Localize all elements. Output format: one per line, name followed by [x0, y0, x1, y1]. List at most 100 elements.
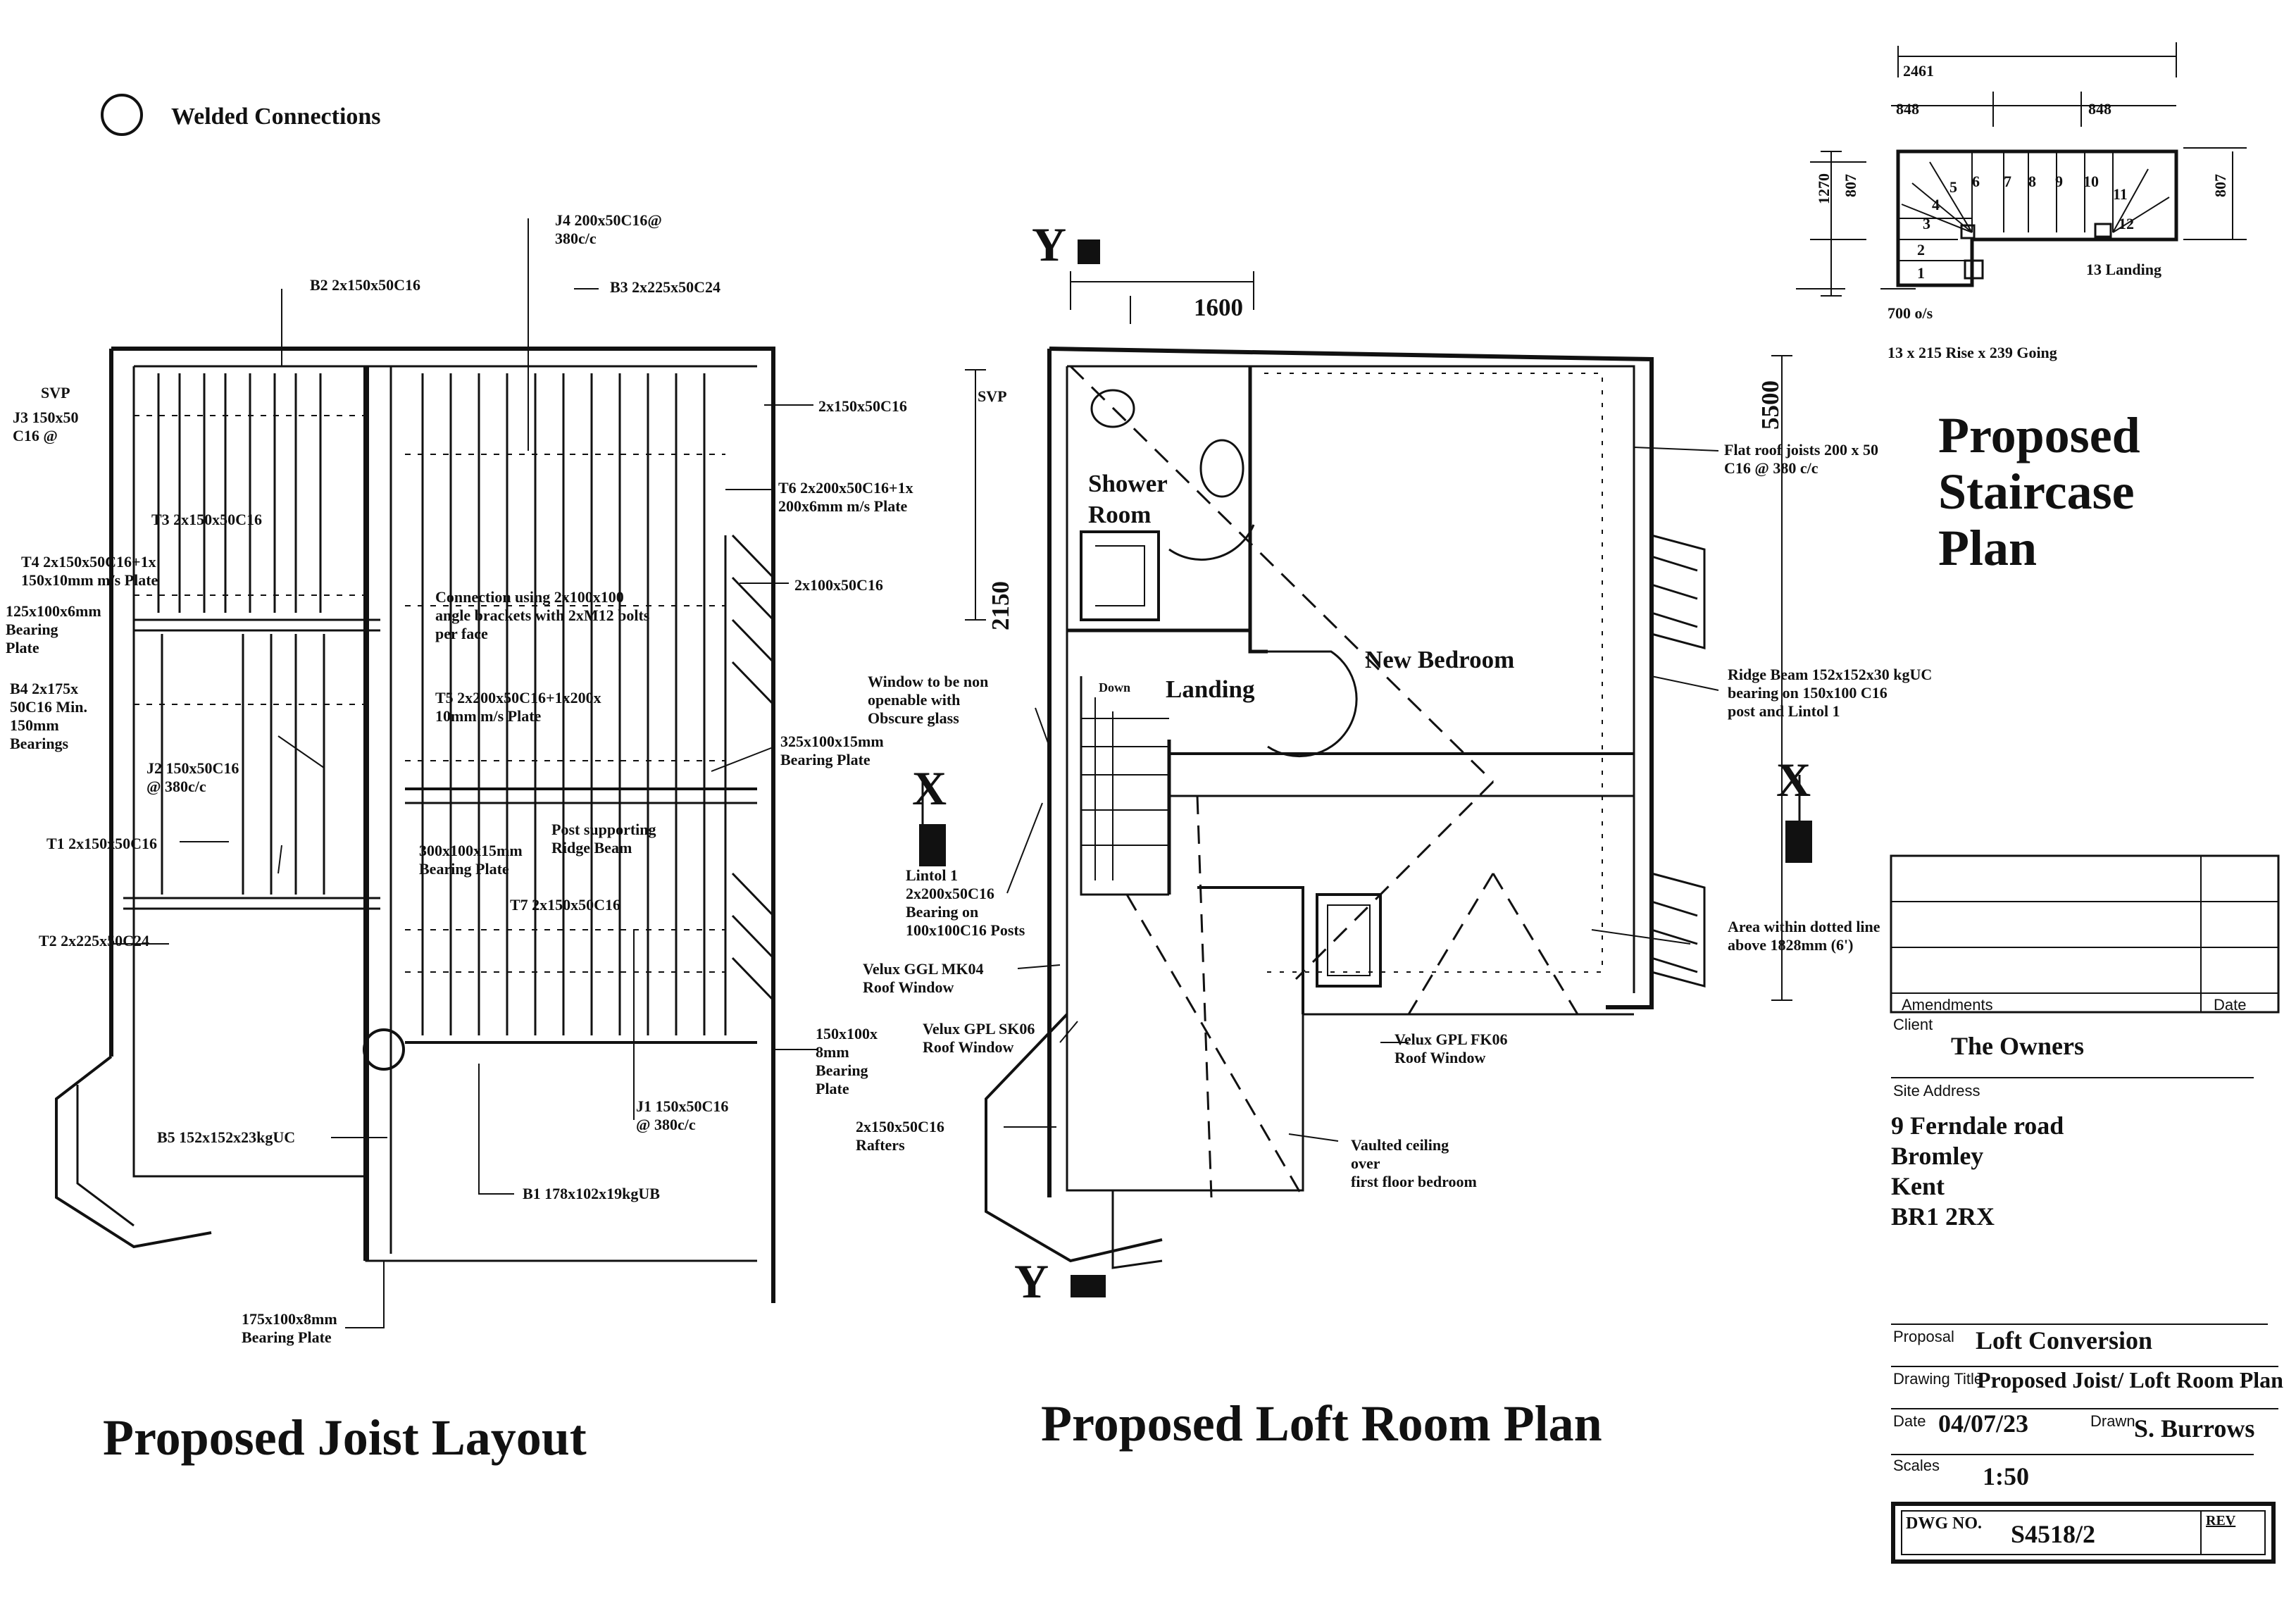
room-landing: Landing — [1166, 675, 1255, 703]
staircase-labels: 2461 848 848 1270 807 807 1 2 3 4 5 6 7 … — [1815, 62, 2229, 576]
client-name: The Owners — [1951, 1032, 2084, 1060]
joist-layout-plan — [55, 218, 817, 1328]
legend: Welded Connections — [101, 94, 381, 136]
label-j4: J4 200x50C16@380c/c — [555, 211, 662, 247]
welded-connection-symbol — [363, 1028, 405, 1071]
title-block-text: Amendments Date Client The Owners Site A… — [1891, 996, 2283, 1548]
date-value: 04/07/23 — [1938, 1409, 2028, 1438]
site-address-label: Site Address — [1893, 1082, 1980, 1100]
dim-5500: 5500 — [1757, 380, 1784, 430]
stair-landing: 13 Landing — [2086, 261, 2161, 278]
label-down: Down — [1099, 680, 1130, 695]
legend-label: Welded Connections — [171, 104, 381, 130]
drawing-title-label: Drawing Title — [1893, 1370, 1983, 1388]
dwg-label: DWG NO. — [1906, 1514, 1982, 1533]
stair-dim-1270: 1270 — [1815, 173, 1833, 204]
date-label: Date — [2214, 996, 2246, 1014]
joist-layout-title: Proposed Joist Layout — [103, 1409, 587, 1466]
drawn-label: Drawn — [2090, 1412, 2135, 1430]
section-y-top: Y — [1032, 218, 1066, 271]
stair-dim-right: 848 — [2088, 100, 2111, 118]
tread-12: 12 — [2119, 215, 2134, 232]
label-b2: B2 2x150x50C16 — [310, 276, 420, 294]
label-b3: B3 2x225x50C24 — [610, 278, 720, 296]
proposal-value: Loft Conversion — [1976, 1326, 2152, 1354]
tread-4: 4 — [1932, 196, 1940, 213]
label-j1: J1 150x50C16@ 380c/c — [636, 1097, 728, 1133]
label-2x150-rafter: 2x150x50C16 — [818, 397, 907, 415]
stair-dim-807-left: 807 — [1842, 174, 1859, 197]
tread-6: 6 — [1972, 173, 1980, 190]
label-t2: T2 2x225x50C24 — [39, 932, 149, 949]
staircase-plan — [1796, 42, 2247, 297]
tread-5: 5 — [1949, 178, 1957, 196]
tread-9: 9 — [2055, 173, 2063, 190]
tread-8: 8 — [2028, 173, 2036, 190]
tread-2: 2 — [1917, 241, 1925, 259]
stair-dim-left: 848 — [1896, 100, 1919, 118]
section-y-bottom: Y — [1014, 1254, 1049, 1308]
label-svp: SVP — [41, 384, 70, 401]
title-block — [1890, 854, 2280, 1564]
label-b1: B1 178x102x19kgUB — [523, 1185, 660, 1202]
label-j2: J2 150x50C16@ 380c/c — [146, 759, 239, 795]
drawing-title-value: Proposed Joist/ Loft Room Plan — [1977, 1367, 2283, 1393]
dim-1600: 1600 — [1194, 294, 1243, 321]
amendments-label: Amendments — [1902, 996, 1993, 1014]
proposal-label: Proposal — [1893, 1328, 1954, 1345]
stair-rise-going: 13 x 215 Rise x 239 Going — [1888, 344, 2057, 361]
rev-label: REV — [2206, 1513, 2236, 1528]
scales-label: Scales — [1893, 1457, 1940, 1474]
stair-dim-total: 2461 — [1903, 62, 1934, 80]
section-x-left: X — [912, 761, 947, 815]
tread-7: 7 — [2004, 173, 2011, 190]
label-t1: T1 2x150x50C16 — [46, 835, 157, 852]
label-t3: T3 2x150x50C16 — [151, 511, 262, 528]
tread-1: 1 — [1917, 264, 1925, 282]
tread-3: 3 — [1923, 215, 1930, 232]
tread-11: 11 — [2113, 185, 2128, 203]
drawn-value: S. Burrows — [2134, 1414, 2254, 1443]
label-b5: B5 152x152x23kgUC — [157, 1128, 295, 1146]
tread-10: 10 — [2083, 173, 2099, 190]
loft-plan-title: Proposed Loft Room Plan — [1041, 1395, 1602, 1452]
label-svp-loft: SVP — [978, 387, 1007, 405]
welded-connection-symbol — [101, 94, 143, 136]
stair-dim-807-right: 807 — [2211, 174, 2229, 197]
scale-value: 1:50 — [1983, 1462, 2029, 1490]
dwg-value: S4518/2 — [2011, 1520, 2095, 1548]
date-field-label: Date — [1893, 1412, 1926, 1430]
room-bedroom: New Bedroom — [1365, 646, 1514, 673]
loft-room-plan — [919, 239, 1812, 1297]
label-2x100: 2x100x50C16 — [794, 576, 883, 594]
section-x-right: X — [1776, 753, 1811, 806]
dim-2150: 2150 — [987, 581, 1014, 630]
